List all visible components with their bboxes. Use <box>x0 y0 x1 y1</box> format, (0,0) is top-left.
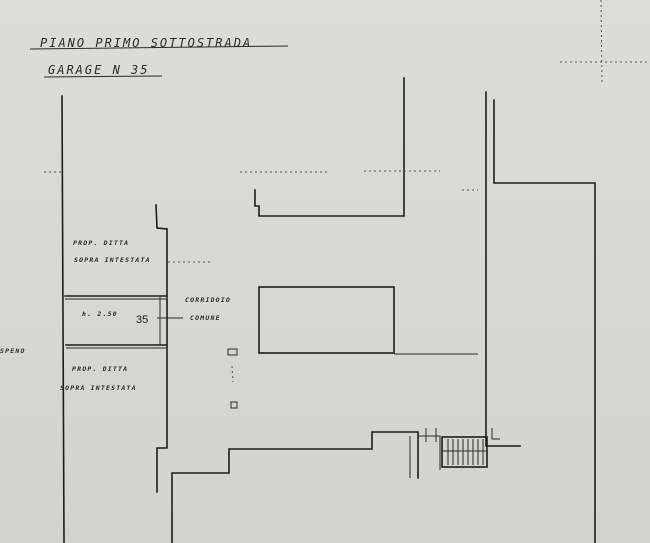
dotted-reference-line <box>600 0 603 83</box>
doorway-jambs <box>409 435 441 478</box>
owner-note-bottom-line2: SOPRA INTESTATA <box>60 384 137 392</box>
corner-tick <box>491 428 500 440</box>
plan-subtitle: GARAGE N 35 <box>48 63 149 77</box>
stair-block <box>441 436 488 468</box>
garage-right-wall <box>155 204 168 493</box>
corridor-label-line2: COMUNE <box>190 314 221 322</box>
upper-central-wall <box>254 77 405 217</box>
corridor-left-wall <box>485 91 521 447</box>
doorway-ticks <box>425 428 437 442</box>
small-square-marker <box>227 348 238 356</box>
plan-title-underline <box>29 45 289 50</box>
garage-number-label: 35 <box>136 314 148 326</box>
small-square-marker <box>230 401 238 409</box>
stair-outline <box>441 436 488 468</box>
dotted-reference-line <box>231 365 234 383</box>
owner-note-top-line1: PROP. DITTA <box>73 239 129 247</box>
owner-note-top-line2: SOPRA INTESTATA <box>74 256 151 264</box>
left-outer-wall <box>61 95 65 543</box>
height-label: h. 2.50 <box>82 310 118 318</box>
owner-note-bottom-line1: PROP. DITTA <box>72 365 128 373</box>
plan-subtitle-underline <box>43 75 163 78</box>
central-block <box>258 286 395 354</box>
plan-title: PIANO PRIMO SOTTOSTRADA <box>40 36 252 50</box>
corridor-right-wall <box>493 99 596 543</box>
edge-fragment-label: SPENO <box>0 347 26 355</box>
corridor-label-line1: CORRIDOIO <box>185 296 231 304</box>
stepped-lower-wall <box>171 431 419 543</box>
